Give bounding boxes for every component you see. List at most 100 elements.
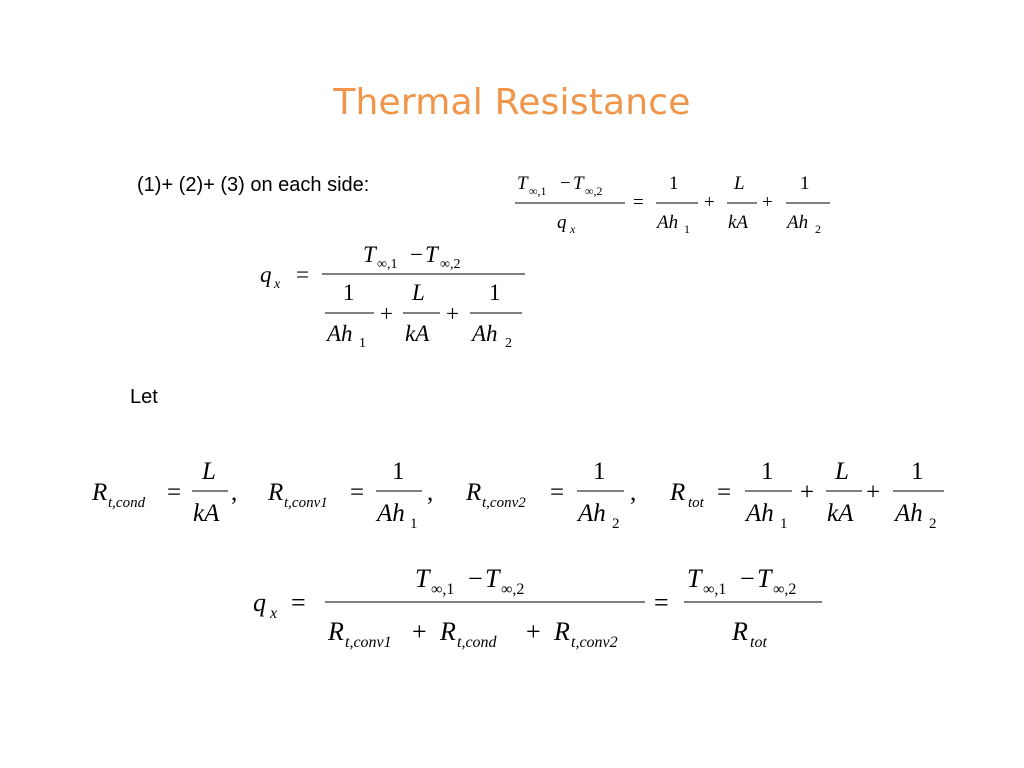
eq3-comma-1: ,	[231, 479, 237, 506]
eq4-right-T2: T	[757, 564, 773, 593]
eq1-q: q	[557, 212, 567, 233]
eq1-kA: kA	[728, 212, 748, 233]
eq1-Ah1: Ah	[655, 212, 678, 233]
eq4-equals-1: =	[291, 588, 306, 617]
eq3-R-conv2-sub: t,conv2	[482, 495, 526, 511]
eq3-R-conv1-sub: t,conv1	[284, 495, 328, 511]
eq1-T1: T	[517, 173, 529, 194]
eq1-num-3: 1	[800, 173, 810, 194]
eq3-tot-Ah1-sub: 1	[780, 516, 788, 532]
eq3-tot-L: L	[834, 458, 849, 485]
eq1-num-1: 1	[669, 173, 679, 194]
eq1-Ah2: Ah	[785, 212, 808, 233]
eq3-R-tot: R	[669, 479, 685, 506]
eq1-Ah2-sub: 2	[815, 222, 821, 236]
eq4-R-cond: R	[439, 617, 456, 646]
eq2-equals: =	[296, 262, 309, 287]
eq4-inf2: ∞,2	[501, 581, 524, 598]
eq2-qx-sub: x	[273, 277, 281, 292]
eq3-tot-plus-2: +	[866, 479, 880, 506]
intro-label: (1)+ (2)+ (3) on each side:	[137, 174, 370, 196]
eq3-R-cond: R	[91, 479, 107, 506]
eq3-R-cond-sub: t,cond	[108, 495, 146, 511]
let-label: Let	[130, 386, 158, 408]
eq3-R-tot-sub: tot	[688, 495, 705, 511]
eq3-tot-kA: kA	[827, 500, 854, 527]
eq1-inf2: ∞,2	[585, 184, 603, 198]
eq2-Ah2-sub: 2	[505, 336, 512, 351]
eq1-minus: −	[560, 173, 571, 194]
eq3-comma-3: ,	[630, 479, 636, 506]
eq3-tot-num-3: 1	[911, 458, 924, 485]
eq4-qx-sub: x	[269, 605, 277, 622]
eq4-R-tot-sub: tot	[750, 634, 767, 651]
eq4-R-tot: R	[731, 617, 748, 646]
eq4-T1: T	[415, 564, 431, 593]
eq1-inf1: ∞,1	[529, 184, 547, 198]
eq3-conv2-Ah: Ah	[576, 500, 606, 527]
eq2-minus: −	[410, 242, 423, 267]
eq4-equals-2: =	[654, 588, 669, 617]
eq4-plus-2: +	[526, 617, 541, 646]
eq4-T2: T	[485, 564, 501, 593]
eq3-tot-plus-1: +	[800, 479, 814, 506]
eq4-right-inf2: ∞,2	[773, 581, 796, 598]
eq3-equals-2: =	[350, 479, 364, 506]
eq3-equals-1: =	[167, 479, 181, 506]
eq4-right-inf1: ∞,1	[703, 581, 726, 598]
eq2-L: L	[411, 280, 425, 305]
eq3-conv2-num: 1	[593, 458, 606, 485]
eq2-plus-1: +	[380, 301, 393, 326]
eq4-right-T1: T	[687, 564, 703, 593]
eq2-T2: T	[425, 242, 440, 267]
eq1-equals: =	[633, 192, 644, 213]
eq4-R-conv1: R	[327, 617, 344, 646]
eq2-num-1: 1	[343, 280, 355, 305]
eq2-inf2: ∞,2	[440, 257, 460, 272]
eq3-equals-4: =	[717, 479, 731, 506]
eq3-conv2-sub: 2	[612, 516, 620, 532]
eq3-R-conv2: R	[465, 479, 481, 506]
eq1-Ah1-sub: 1	[684, 222, 690, 236]
eq3-R-conv1: R	[267, 479, 283, 506]
eq2-Ah1-sub: 1	[359, 336, 366, 351]
eq4-plus-1: +	[412, 617, 427, 646]
eq2-num-3: 1	[489, 280, 501, 305]
eq4-R-conv2: R	[553, 617, 570, 646]
eq3-tot-Ah2: Ah	[893, 500, 923, 527]
eq3-tot-Ah2-sub: 2	[929, 516, 937, 532]
eq2-q: q	[260, 262, 272, 287]
eq3-conv1-num: 1	[392, 458, 405, 485]
eq2-Ah2: Ah	[470, 321, 498, 346]
slide-title: Thermal Resistance	[333, 82, 691, 123]
eq3-cond-kA: kA	[193, 500, 220, 527]
eq3-tot-Ah1: Ah	[744, 500, 774, 527]
eq3-comma-2: ,	[427, 479, 433, 506]
eq2-kA: kA	[405, 321, 430, 346]
eq2-T1: T	[363, 242, 378, 267]
eq1-plus-2: +	[762, 192, 773, 213]
eq3-conv1-Ah: Ah	[375, 500, 405, 527]
eq4-inf1: ∞,1	[431, 581, 454, 598]
eq2-Ah1: Ah	[325, 321, 353, 346]
eq1-T2: T	[573, 173, 585, 194]
eq4-R-cond-sub: t,cond	[457, 634, 498, 651]
eq4-q: q	[253, 588, 266, 617]
eq3-conv1-sub: 1	[410, 516, 418, 532]
eq3-cond-L: L	[201, 458, 216, 485]
eq2-inf1: ∞,1	[377, 257, 397, 272]
eq1-plus-1: +	[704, 192, 715, 213]
eq4-R-conv1-sub: t,conv1	[345, 634, 392, 651]
eq2-plus-2: +	[446, 301, 459, 326]
eq3-equals-3: =	[550, 479, 564, 506]
eq4-R-conv2-sub: t,conv2	[571, 634, 618, 651]
eq4-minus-1: −	[468, 564, 483, 593]
eq1-L: L	[733, 173, 745, 194]
eq3-tot-num-1: 1	[761, 458, 774, 485]
eq1-qx-sub: x	[569, 222, 576, 236]
eq4-minus-2: −	[740, 564, 755, 593]
